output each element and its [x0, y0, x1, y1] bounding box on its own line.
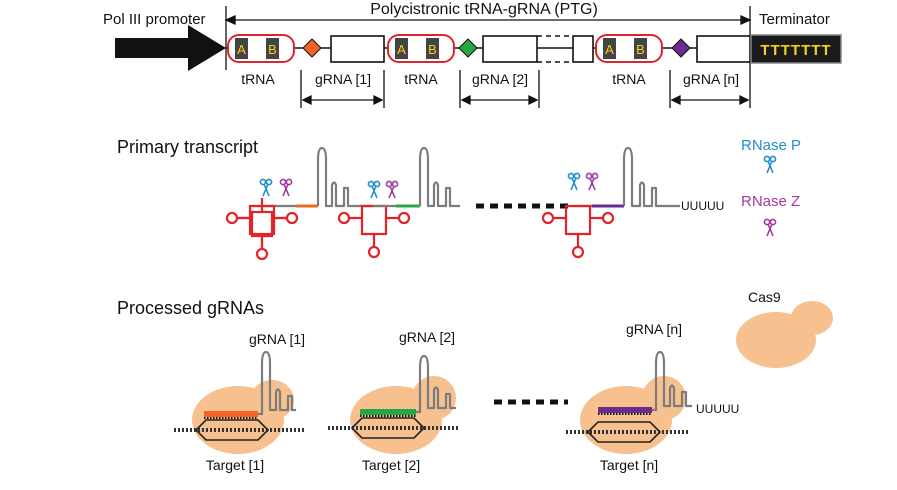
rnase-z-scissor-2	[385, 180, 399, 199]
processed-grna-label-n: gRNA [n]	[626, 321, 682, 337]
rnase-p-label: RNase P	[741, 137, 801, 154]
target-label-2: Target [2]	[362, 457, 420, 473]
svg-text:B: B	[636, 42, 645, 57]
rnase-z-legend-icon	[763, 218, 777, 237]
processed-grna-label-1: gRNA [1]	[249, 331, 305, 347]
grna-box-n	[696, 35, 751, 63]
complex-n: gRNA [n] UUUUU Target [n]	[566, 321, 739, 473]
promoter-arrow	[115, 25, 226, 71]
svg-text:A: A	[237, 42, 246, 57]
box-b-1	[266, 38, 279, 59]
rnase-z-scissor-n	[585, 172, 599, 191]
processed-title: Processed gRNAs	[117, 298, 264, 318]
rnase-z-scissor-1	[279, 178, 293, 197]
terminator-seq: TTTTTTT	[760, 42, 831, 59]
grna-box-1	[330, 35, 385, 63]
grna-label-2: gRNA [2]	[472, 71, 528, 87]
svg-text:B: B	[268, 42, 277, 57]
terminator-box	[750, 34, 842, 64]
rnase-p-scissor-1	[259, 178, 273, 197]
cleavage-diamond-2	[458, 38, 478, 58]
svg-text:A: A	[605, 42, 614, 57]
grna-box-2	[482, 35, 538, 63]
processed-grna-label-2: gRNA [2]	[399, 329, 455, 345]
cleavage-diamond-n	[671, 38, 691, 58]
complex-1: gRNA [1] Target [1]	[174, 331, 305, 473]
partial-box	[572, 35, 594, 63]
cleavage-diamond-1	[302, 38, 322, 58]
cas9-label: Cas9	[748, 289, 781, 305]
grna-label-1: gRNA [1]	[315, 71, 371, 87]
cas9-legend-shape	[736, 301, 833, 368]
transcript-section: Primary transcript	[117, 137, 801, 261]
processed-polyu: UUUUU	[696, 402, 739, 416]
trna-label-2: tRNA	[404, 71, 438, 87]
rnase-p-scissor-n	[567, 172, 581, 191]
construct-gap	[537, 35, 573, 63]
transcript-unit-n	[541, 146, 680, 259]
trna-unit-1: A B	[227, 34, 295, 63]
construct-section: Pol III promoter Polycistronic tRNA-gRNA…	[103, 1, 842, 108]
svg-text:A: A	[397, 42, 406, 57]
box-a-1	[235, 38, 248, 59]
trna-label-n: tRNA	[612, 71, 646, 87]
rnase-z-label: RNase Z	[741, 193, 800, 210]
trna-label-1: tRNA	[241, 71, 275, 87]
svg-text:B: B	[428, 42, 437, 57]
grna-span-arrows	[300, 70, 751, 108]
trna-unit-2: A B	[387, 34, 455, 63]
target-label-n: Target [n]	[600, 457, 658, 473]
transcript-polyu: UUUUU	[681, 199, 724, 213]
rnase-p-scissor-2	[367, 180, 381, 199]
ptg-label: Polycistronic tRNA-gRNA (PTG)	[370, 1, 598, 18]
transcript-unit-1	[225, 146, 356, 261]
terminator-label: Terminator	[759, 11, 830, 28]
grna-label-n: gRNA [n]	[683, 71, 739, 87]
target-label-1: Target [1]	[206, 457, 264, 473]
transcript-title: Primary transcript	[117, 137, 258, 157]
promoter-label: Pol III promoter	[103, 11, 206, 28]
transcript-unit-2	[337, 146, 460, 259]
rnase-p-legend-icon	[763, 155, 777, 174]
processed-section: Processed gRNAs Cas9 gRNA [1] Target [1]	[117, 289, 833, 473]
complex-2: gRNA [2] Target [2]	[328, 329, 460, 473]
trna-unit-n: A B	[595, 34, 663, 63]
